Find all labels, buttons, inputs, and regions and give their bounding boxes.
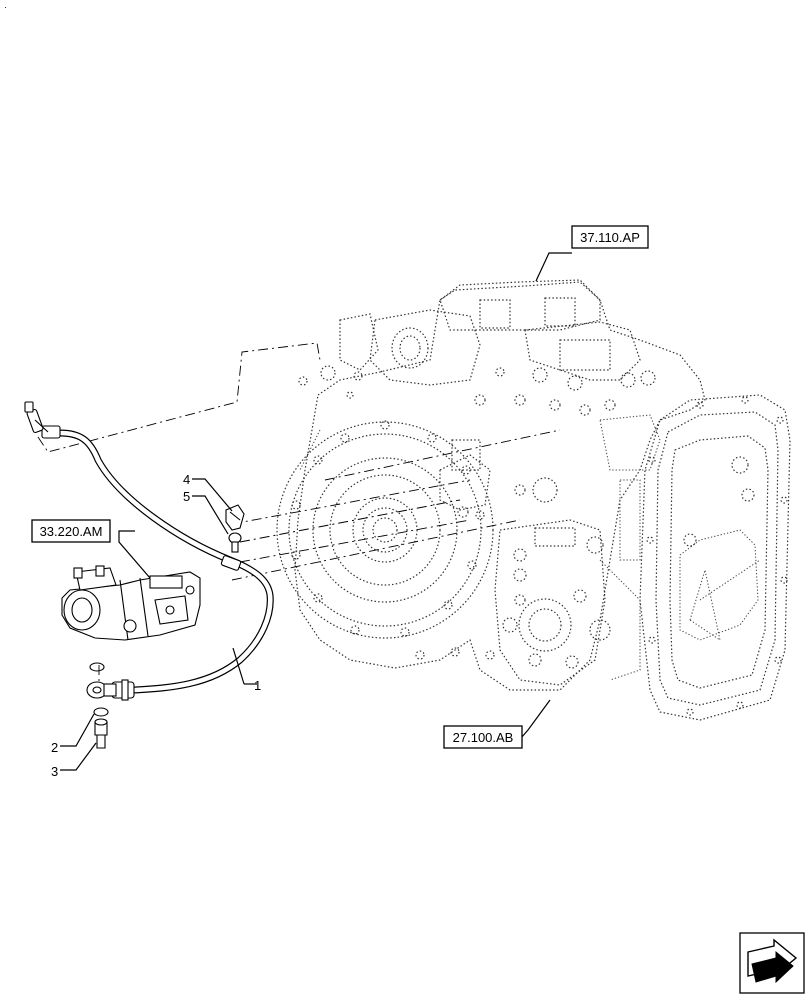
callout-2: 2 xyxy=(51,740,58,755)
reference-label: 27.100.AB xyxy=(453,730,514,745)
reference-33-220-am[interactable]: 33.220.AM xyxy=(31,519,111,543)
reference-label: 37.110.AP xyxy=(580,230,640,245)
valve-assembly xyxy=(61,565,201,641)
callout-1: 1 xyxy=(254,678,261,693)
reference-37-110-ap[interactable]: 37.110.AP xyxy=(571,225,649,249)
next-page-arrow-icon[interactable] xyxy=(739,932,805,994)
oil-pipe[interactable] xyxy=(24,401,274,701)
transmission-housing xyxy=(276,279,791,721)
callout-4: 4 xyxy=(183,472,190,487)
callout-3: 3 xyxy=(51,764,58,779)
washer xyxy=(93,707,109,717)
snap-ring xyxy=(89,662,105,672)
pipe-clip xyxy=(225,504,245,553)
leader-lines xyxy=(60,252,572,771)
corner-mark: · xyxy=(4,2,7,12)
callout-5: 5 xyxy=(183,489,190,504)
reference-27-100-ab[interactable]: 27.100.AB xyxy=(443,725,523,749)
reference-label: 33.220.AM xyxy=(40,524,103,539)
fitting-parts xyxy=(86,662,117,749)
